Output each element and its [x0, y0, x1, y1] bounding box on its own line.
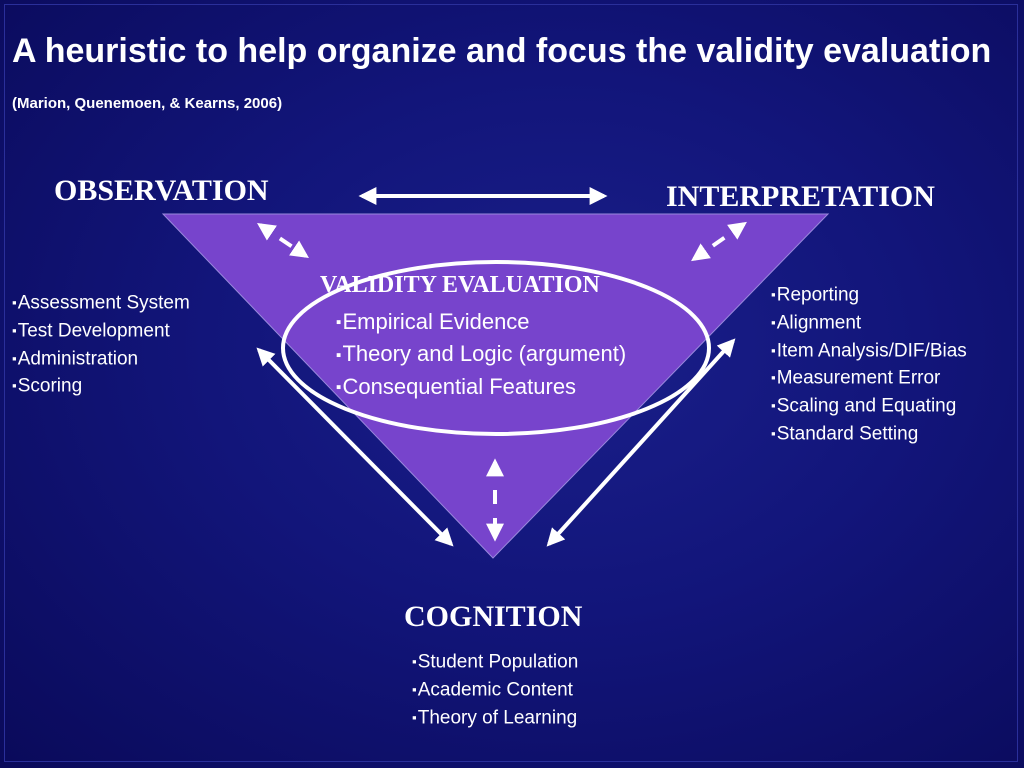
observation-list: Assessment System Test Development Admin…: [12, 289, 190, 400]
validity-evaluation-list: Empirical Evidence Theory and Logic (arg…: [336, 306, 626, 403]
list-item: Test Development: [12, 317, 190, 345]
list-item: Scoring: [12, 372, 190, 400]
slide-title: A heuristic to help organize and focus t…: [12, 28, 1002, 127]
title-main: A heuristic to help organize and focus t…: [12, 32, 992, 70]
cognition-label: COGNITION: [404, 600, 583, 633]
list-item: Theory and Logic (argument): [336, 338, 626, 370]
list-item: Academic Content: [412, 676, 578, 704]
list-item: Theory of Learning: [412, 704, 578, 732]
cognition-list: Student Population Academic Content Theo…: [412, 648, 579, 732]
validity-evaluation-title: VALIDITY EVALUATION: [320, 272, 600, 298]
list-item: Scaling and Equating: [771, 392, 967, 420]
list-item: Item Analysis/DIF/Bias: [771, 337, 967, 365]
arrow-observation-cognition: [256, 347, 454, 547]
list-item: Assessment System: [12, 289, 190, 317]
list-item: Empirical Evidence: [336, 306, 626, 338]
arrow-interpretation-center: [691, 221, 747, 262]
list-item: Reporting: [771, 281, 967, 309]
observation-label: OBSERVATION: [54, 174, 269, 207]
arrow-interpretation-cognition: [546, 338, 736, 547]
title-citation: (Marion, Quenemoen, & Kearns, 2006): [12, 95, 283, 112]
list-item: Administration: [12, 345, 190, 373]
interpretation-label: INTERPRETATION: [666, 180, 935, 213]
list-item: Alignment: [771, 309, 967, 337]
list-item: Student Population: [412, 648, 579, 676]
list-item: Measurement Error: [771, 364, 967, 392]
interpretation-list: Reporting Alignment Item Analysis/DIF/Bi…: [771, 281, 967, 448]
list-item: Standard Setting: [771, 420, 967, 448]
list-item: Consequential Features: [336, 371, 626, 403]
arrow-observation-center: [257, 222, 309, 259]
